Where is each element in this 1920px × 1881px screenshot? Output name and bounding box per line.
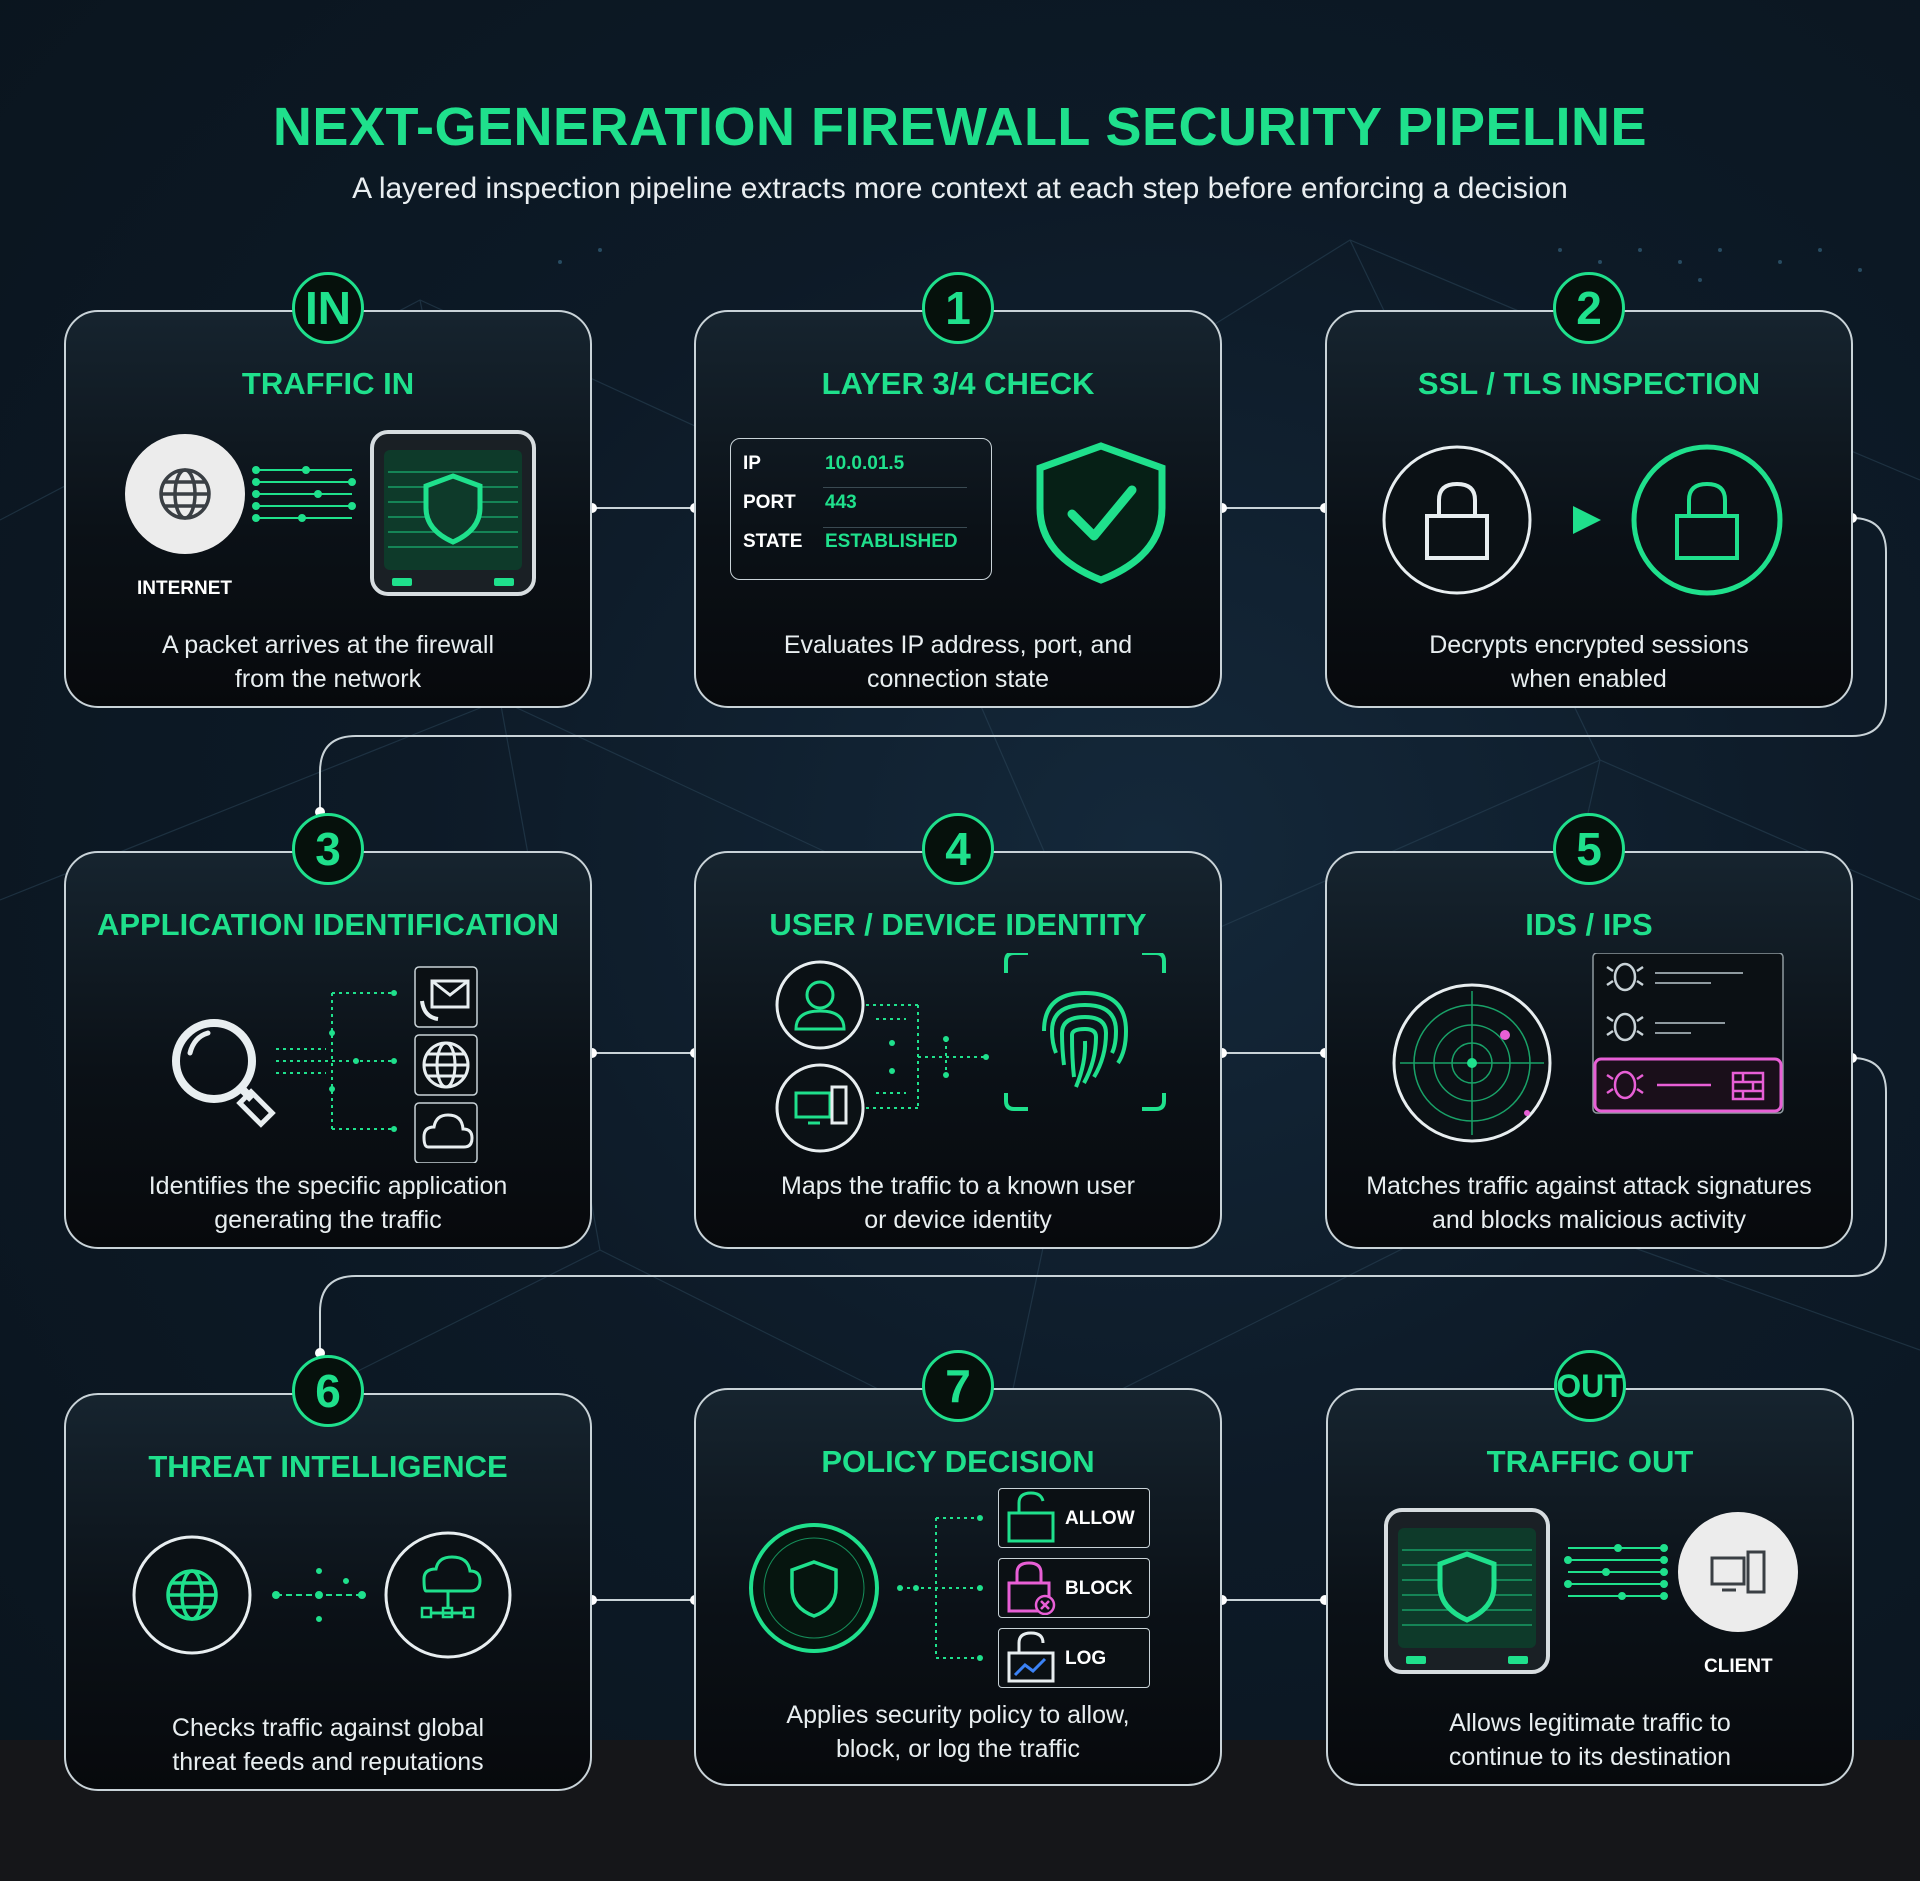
bug-icon: [1606, 962, 1644, 992]
stage-badge: IN: [292, 272, 364, 344]
firewall-appliance-icon: [370, 430, 536, 596]
stage-card-user-device: 4 USER / DEVICE IDENTITY: [694, 813, 1224, 1249]
stage-illustration: ALLOW BLOCK LOG: [696, 1488, 1224, 1698]
stage-title: APPLICATION IDENTIFICATION: [96, 907, 560, 942]
stage-description: Allows legitimate traffic to continue to…: [1448, 1709, 1732, 1771]
stage-description: Applies security policy to allow, block,…: [786, 1701, 1130, 1763]
data-stream-lines: [276, 992, 394, 1130]
stage-description: Evaluates IP address, port, and connecti…: [783, 631, 1133, 693]
stage-title: USER / DEVICE IDENTITY: [769, 907, 1147, 942]
stage-illustration: [696, 951, 1224, 1163]
policy-option-allow: ALLOW: [998, 1488, 1150, 1548]
signature-list: [1592, 952, 1784, 1114]
stage-card-traffic-in: IN TRAFFIC IN: [64, 272, 594, 708]
info-row-ip: IP 10.0.01.5: [743, 453, 905, 474]
policy-option-log: LOG: [998, 1628, 1150, 1688]
bug-icon: [1606, 1070, 1644, 1100]
stage-badge: OUT: [1554, 1350, 1626, 1422]
info-row-port: PORT 443: [743, 492, 857, 513]
stage-illustration: [66, 1495, 594, 1705]
stage-card-application-id: 3 APPLICATION IDENTIFICATION: [64, 813, 594, 1249]
firewall-icon: [1731, 1071, 1765, 1101]
stage-card-traffic-out: OUT TRAFFIC OUT: [1326, 1350, 1856, 1786]
stage-badge: 4: [922, 813, 994, 885]
stage-illustration: [1327, 952, 1855, 1163]
shield-icon: [749, 1523, 879, 1653]
stage-card-threat-intel: 6 THREAT INTELLIGENCE: [64, 1355, 594, 1791]
log-chart-icon: [1007, 1631, 1055, 1683]
page-subtitle: A layered inspection pipeline extracts m…: [352, 172, 1568, 205]
destination-label: CLIENT: [1704, 1656, 1773, 1677]
client-device-icon: [1678, 1512, 1798, 1632]
radar-icon: [1392, 983, 1552, 1143]
stage-title: THREAT INTELLIGENCE: [148, 1449, 508, 1484]
page-title: NEXT-GENERATION FIREWALL SECURITY PIPELI…: [272, 97, 1648, 157]
user-icon: [775, 960, 865, 1050]
stage-card-policy: 7 POLICY DECISION ALLOW: [694, 1350, 1224, 1786]
source-label: INTERNET: [137, 578, 232, 599]
stage-description: Checks traffic against global threat fee…: [171, 1714, 485, 1776]
stage-badge: 3: [292, 813, 364, 885]
magnifier-icon: [172, 1019, 276, 1128]
stage-title: TRAFFIC OUT: [1486, 1444, 1694, 1479]
stage-description: Decrypts encrypted sessions when enabled: [1429, 631, 1749, 693]
stage-badge: 2: [1553, 272, 1625, 344]
stage-description: Matches traffic against attack signature…: [1366, 1172, 1812, 1234]
data-stream-lines: [272, 1568, 366, 1622]
stage-badge: 5: [1553, 813, 1625, 885]
stage-description: Maps the traffic to a known user or devi…: [781, 1172, 1135, 1234]
fingerprint-icon: [1004, 951, 1166, 1111]
cloud-network-icon: [384, 1531, 512, 1659]
stage-illustration: [1327, 412, 1855, 622]
stage-badge: 7: [922, 1350, 994, 1422]
shield-check-icon: [1036, 442, 1166, 584]
device-icon: [775, 1063, 865, 1153]
stage-title: TRAFFIC IN: [241, 366, 415, 401]
stage-card-ssl-tls: 2 SSL / TLS INSPECTION Decrypts encrypte…: [1325, 272, 1855, 708]
lock-blocked-icon: [1007, 1561, 1056, 1615]
data-stream-lines: [866, 1004, 986, 1109]
stage-illustration: [66, 953, 594, 1164]
stage-illustration: INTERNET: [66, 412, 594, 622]
globe-icon: [125, 434, 245, 554]
bug-icon: [1606, 1012, 1644, 1042]
lock-icon: [1631, 444, 1783, 596]
globe-icon: [132, 1535, 252, 1655]
stage-title: LAYER 3/4 CHECK: [821, 366, 1095, 401]
policy-option-block: BLOCK: [998, 1558, 1150, 1618]
phone-mail-icon: [414, 966, 478, 1028]
stage-description: Identifies the specific application gene…: [148, 1172, 508, 1234]
stage-illustration: CLIENT: [1328, 1490, 1856, 1700]
stage-badge: 6: [292, 1355, 364, 1427]
globe-icon: [414, 1034, 478, 1096]
cloud-icon: [414, 1102, 478, 1164]
play-arrow-icon: [1573, 506, 1601, 534]
stage-title: POLICY DECISION: [821, 1444, 1095, 1479]
stage-card-ids-ips: 5 IDS / IPS: [1325, 813, 1855, 1249]
stage-title: SSL / TLS INSPECTION: [1417, 366, 1761, 401]
data-stream-lines: [252, 466, 356, 522]
stage-illustration: IP 10.0.01.5 PORT 443 STATE ESTABLISHED: [696, 438, 1224, 648]
firewall-appliance-icon: [1384, 1508, 1550, 1674]
stage-description: A packet arrives at the firewall from th…: [161, 631, 495, 693]
data-stream-lines: [1564, 1544, 1668, 1600]
lock-icon: [1382, 445, 1532, 595]
connection-info-box: IP 10.0.01.5 PORT 443 STATE ESTABLISHED: [730, 438, 992, 580]
unlock-icon: [1007, 1491, 1055, 1543]
stage-card-layer34: 1 LAYER 3/4 CHECK IP 10.0.01.5 PORT 443 …: [694, 272, 1224, 708]
stage-title: IDS / IPS: [1525, 907, 1653, 942]
data-stream-lines: [900, 1517, 980, 1659]
stage-badge: 1: [922, 272, 994, 344]
info-row-state: STATE ESTABLISHED: [743, 531, 958, 552]
